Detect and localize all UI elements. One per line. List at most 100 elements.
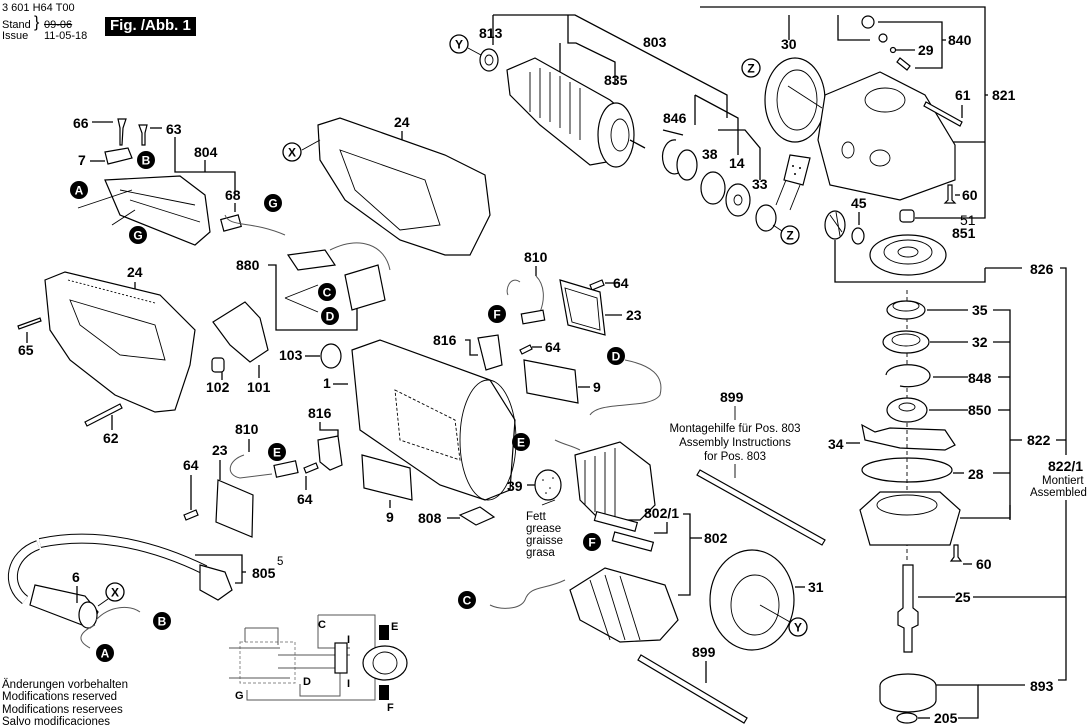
part-label-810b: 810	[235, 421, 259, 437]
carbon-brush-810a	[506, 275, 546, 325]
screw-62	[84, 403, 123, 427]
part-label-60a: 60	[962, 187, 978, 203]
spring-840	[878, 33, 888, 43]
document-number: 3 601 H64 T00	[2, 2, 75, 14]
part-label-25: 25	[955, 589, 971, 605]
part-label-804: 804	[194, 144, 218, 160]
assembled-label-en: Assembled	[1030, 487, 1087, 499]
part-label-38: 38	[702, 146, 718, 162]
bearing-14	[725, 183, 751, 217]
wiring-schematic	[229, 614, 408, 701]
svg-text:Y: Y	[794, 621, 802, 635]
retaining-ring-846	[661, 129, 684, 175]
svg-text:Y: Y	[455, 38, 463, 52]
gear-30	[764, 57, 826, 143]
clamping-nut-893	[879, 673, 937, 713]
part-label-803: 803	[643, 34, 667, 50]
bearing-ring-38	[700, 171, 726, 205]
svg-text:D: D	[612, 350, 621, 364]
brush-holder-816b	[317, 435, 343, 471]
schematic-label-d: D	[303, 676, 311, 688]
assembly-aid-899a	[696, 469, 826, 546]
svg-text:A: A	[101, 647, 110, 661]
part-label-810a: 810	[524, 249, 548, 265]
screw-64b	[519, 344, 533, 355]
schematic-label-f: F	[387, 702, 394, 714]
bearing-813	[479, 48, 499, 72]
screw-64c	[183, 509, 199, 521]
part-label-880: 880	[236, 257, 260, 273]
part-label-821: 821	[992, 87, 1016, 103]
assembly-aid-line-1: Montagehilfe für Pos. 803	[669, 423, 800, 435]
svg-text:F: F	[588, 536, 595, 550]
footer-line-en: Modifications reserved	[2, 691, 118, 704]
o-ring-29	[889, 46, 897, 54]
part-label-813: 813	[479, 25, 503, 41]
part-label-64d: 64	[297, 491, 313, 507]
schematic-label-i2: I	[347, 678, 350, 690]
svg-text:E: E	[517, 436, 525, 450]
svg-text:F: F	[493, 308, 500, 322]
screw-64a	[589, 279, 605, 291]
stand-label: Stand	[2, 19, 31, 31]
part-label-64b: 64	[545, 339, 561, 355]
svg-text:C: C	[463, 594, 472, 608]
figure-label: Fig. /Abb. 1	[105, 17, 196, 36]
part-label-840: 840	[948, 32, 972, 48]
heat-shield	[775, 154, 811, 211]
part-label-35: 35	[972, 302, 988, 318]
callout-f-2: F	[583, 533, 601, 551]
brush-holder-816a	[477, 334, 503, 371]
bearing-850	[886, 397, 928, 423]
part-label-14: 14	[729, 155, 745, 171]
spring-102	[211, 357, 225, 373]
part-label-33: 33	[752, 176, 768, 192]
svg-text:Z: Z	[786, 229, 793, 243]
bushing-51	[899, 209, 915, 223]
callout-a-2: A	[96, 644, 114, 662]
part-label-31: 31	[808, 579, 824, 595]
screw-66	[117, 118, 127, 146]
callout-g-2: G	[264, 194, 282, 212]
part-label-816b: 816	[308, 405, 332, 421]
callout-z-2: Z	[780, 225, 800, 245]
carbon-brush-810b	[229, 454, 299, 479]
bearing-35	[886, 300, 926, 320]
svg-text:Z: Z	[747, 62, 754, 76]
part-label-802-1: 802/1	[644, 505, 679, 521]
grease-39	[534, 469, 562, 501]
seal-32	[882, 330, 930, 354]
switch-804	[104, 175, 211, 246]
part-label-848: 848	[968, 370, 992, 386]
svg-text:X: X	[111, 586, 119, 600]
part-label-893: 893	[1030, 678, 1054, 694]
brush-plate	[593, 510, 639, 532]
part-label-60b: 60	[976, 556, 992, 572]
screw-63	[138, 124, 148, 146]
callout-b-2: B	[153, 612, 171, 630]
part-label-6: 6	[72, 569, 80, 585]
part-33	[755, 204, 777, 232]
callout-e-2: E	[512, 433, 530, 451]
label-808	[458, 506, 496, 526]
schematic-label-e: E	[391, 621, 398, 633]
part-label-101: 101	[247, 379, 271, 395]
screw-60b	[949, 544, 963, 562]
footer-line-es: Salvo modificaciones	[2, 715, 111, 728]
part-label-7: 7	[78, 152, 86, 168]
part-label-23a: 23	[626, 307, 642, 323]
assembled-label-de: Montiert	[1042, 475, 1084, 487]
footer-line-de: Änderungen vorbehalten	[2, 679, 128, 691]
motor-housing-1	[351, 339, 517, 501]
cap-840	[861, 15, 875, 29]
footer-line-fr: Modifications reservees	[2, 703, 123, 716]
callout-y-2: Y	[788, 617, 808, 637]
pin-840	[896, 57, 911, 71]
cord-sleeve-6	[29, 584, 99, 629]
part-label-802: 802	[704, 530, 728, 546]
part-label-822: 822	[1027, 432, 1051, 448]
part-label-62: 62	[103, 430, 119, 446]
gear-housing	[817, 71, 956, 201]
field-winding-802-upper	[574, 441, 656, 521]
